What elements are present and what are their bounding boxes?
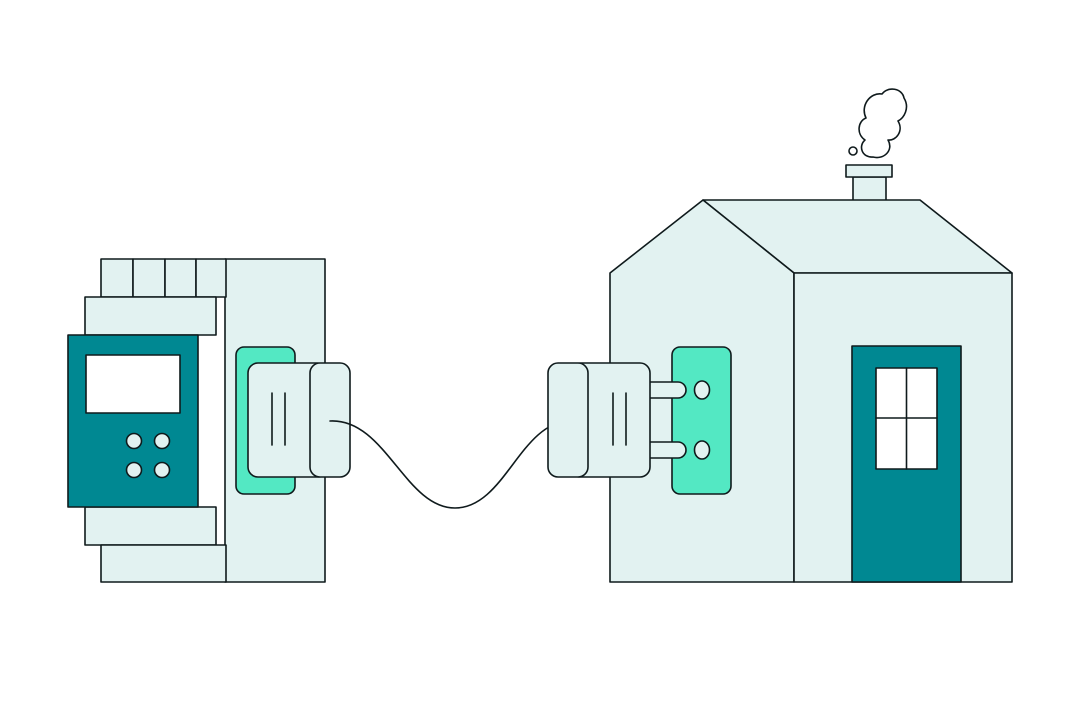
smoke-cloud-icon: [858, 88, 908, 159]
house-plug-prong-2: [639, 441, 687, 459]
device-screen: [85, 354, 181, 414]
house-plug-cap: [547, 362, 589, 478]
device-tab-2: [132, 258, 166, 298]
power-cable: [329, 420, 571, 509]
device-button-3: [125, 461, 143, 479]
house-plug-prong-1: [639, 381, 687, 399]
meter-plug: [247, 362, 351, 478]
device-lower-step: [84, 506, 217, 546]
chimney-cap: [845, 164, 893, 178]
device-upper-step: [84, 296, 217, 336]
house-socket: [671, 346, 732, 495]
house-socket-hole-1: [693, 380, 711, 400]
house-socket-hole-2: [693, 440, 711, 460]
smoke-puff-icon: [848, 146, 858, 156]
device-tab-1: [100, 258, 134, 298]
chimney-stack: [852, 176, 887, 202]
house-plug: [547, 362, 687, 478]
device-tab-4: [195, 258, 227, 298]
device-button-1: [125, 432, 143, 450]
device-button-4: [153, 461, 171, 479]
device-tab-3: [164, 258, 197, 298]
house: [609, 164, 1013, 583]
device-button-2: [153, 432, 171, 450]
meter-plug-cap: [309, 362, 351, 478]
chimney-smoke: [848, 88, 908, 159]
device-base: [100, 544, 227, 583]
